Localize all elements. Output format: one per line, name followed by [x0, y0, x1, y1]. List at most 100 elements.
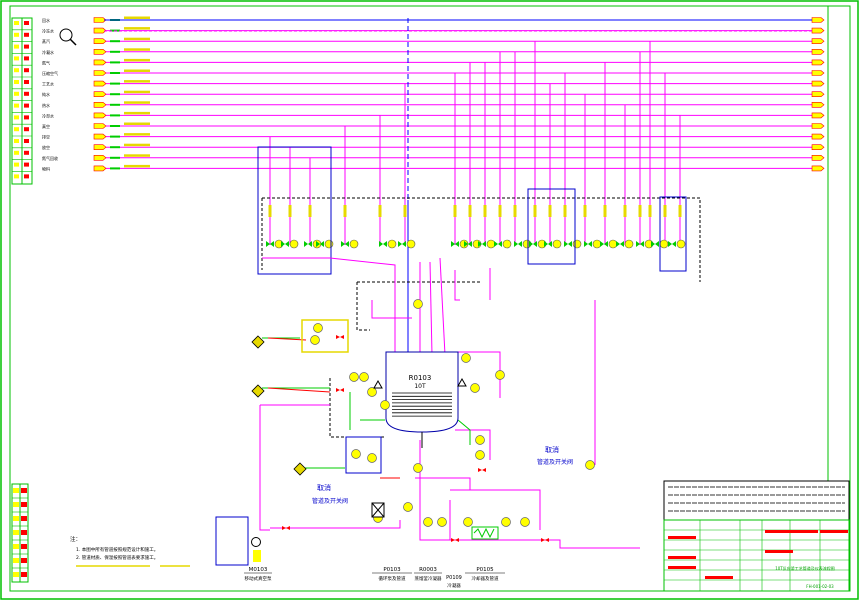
branch-tag	[563, 205, 567, 217]
valve-group-box[interactable]	[527, 188, 576, 265]
valve-icon	[304, 241, 308, 247]
title-cell-mark	[668, 536, 696, 539]
callout-1: 取消 管道及开关阀	[537, 445, 573, 466]
pump-group-box[interactable]	[345, 436, 382, 474]
instrument-icon	[310, 335, 320, 345]
pipe-tag	[124, 101, 150, 104]
flow-arrow	[93, 59, 107, 66]
valve-icon	[498, 241, 502, 247]
stamp-mark	[21, 488, 27, 493]
instrument-icon	[437, 517, 447, 527]
valve-icon	[548, 241, 552, 247]
pipe-tag	[124, 37, 150, 41]
valve-icon	[494, 241, 498, 247]
revision-mark	[24, 103, 29, 108]
pipe-tag	[110, 50, 120, 53]
flow-arrow	[811, 133, 825, 140]
instrument-icon	[313, 323, 323, 333]
equipment-tag-r0003: R0003 蒸馏釜冷凝器	[414, 567, 442, 582]
utility-label: 真空	[42, 123, 50, 129]
utility-label: 热水	[42, 102, 50, 108]
utility-label: 物料	[42, 165, 50, 171]
utility-label: 氮气回收	[42, 155, 58, 161]
branch-tag	[378, 205, 382, 217]
valve-icon	[604, 241, 608, 247]
svg-text:取消: 取消	[317, 483, 331, 492]
revision-mark	[14, 127, 19, 132]
revision-mark	[14, 80, 19, 84]
flow-arrow	[811, 17, 825, 23]
revision-mark	[24, 44, 29, 49]
flow-arrow	[811, 27, 825, 34]
branch-tag	[468, 205, 472, 217]
heat-exchanger-coil	[473, 527, 495, 539]
branch-tag	[343, 205, 347, 217]
instrument-icon	[403, 502, 413, 512]
revision-mark	[14, 44, 19, 49]
pipe-tag	[124, 111, 150, 115]
svg-text:R0003: R0003	[419, 567, 437, 573]
branch-tag	[678, 205, 682, 217]
flow-arrow	[93, 102, 107, 108]
branch-tag	[533, 205, 537, 217]
flow-arrow	[93, 133, 107, 140]
flow-arrow	[93, 91, 107, 97]
revision-mark	[14, 103, 19, 108]
svg-text:移动式真空泵: 移动式真空泵	[245, 575, 272, 582]
pipe-tag	[110, 114, 120, 117]
valve-icon	[636, 241, 640, 247]
valve-icon	[455, 538, 459, 542]
vacuum-pump-box[interactable]	[215, 516, 249, 566]
title-cell-mark	[705, 576, 733, 579]
svg-text:注：: 注：	[70, 535, 81, 543]
dashed-manifold	[261, 197, 701, 438]
valve-actuator-icon	[486, 239, 496, 249]
branch-tag	[483, 205, 487, 217]
valve-icon	[468, 241, 472, 247]
pipe-tag	[124, 154, 150, 157]
revision-mark	[14, 150, 19, 155]
equipment-tags: M0103 移动式真空泵 P0103 循环泵及管道 R0003 蒸馏釜冷凝器 P…	[244, 567, 505, 589]
instrument-icon	[359, 372, 369, 382]
valve-actuator-icon	[676, 239, 686, 249]
pipe-tag	[124, 69, 150, 72]
flow-arrow	[93, 70, 107, 76]
valve-icon	[529, 241, 533, 247]
instrument-icon	[413, 463, 423, 473]
valve-icon	[451, 241, 455, 247]
valve-icon	[655, 241, 659, 247]
relief-icon	[373, 379, 383, 389]
valve-group-box[interactable]	[659, 196, 687, 272]
utility-label: 冷凝水	[42, 49, 54, 55]
equipment-tag-p0103: P0103 循环泵及管道	[372, 567, 412, 582]
flow-arrow	[811, 165, 825, 172]
valve-icon	[451, 538, 455, 542]
flow-arrow	[93, 48, 107, 55]
valve-group-box[interactable]	[257, 146, 332, 275]
instrument-panel-box[interactable]	[301, 319, 349, 353]
revision-mark	[24, 91, 29, 96]
revision-mark	[24, 68, 29, 73]
valve-row	[266, 239, 686, 249]
branch-tag	[498, 205, 502, 217]
valve-icon	[336, 388, 340, 392]
flow-arrow	[811, 112, 825, 119]
flow-arrow	[93, 80, 107, 87]
valve-icon	[285, 241, 289, 247]
revision-mark	[14, 56, 19, 61]
title-block: 10T反应釜工艺管道及仪表流程图 FH-001-02-03	[663, 480, 850, 592]
valve-icon	[320, 241, 324, 247]
reactor-vessel[interactable]: R0103 10T	[385, 351, 459, 433]
revision-mark	[24, 139, 29, 143]
magnifier-icon[interactable]	[59, 28, 77, 46]
revision-mark	[24, 80, 29, 84]
flow-arrow	[811, 144, 825, 150]
stamp-mark	[21, 530, 27, 535]
instruments	[251, 299, 595, 562]
pipe-tag	[124, 90, 150, 94]
stamp-mark	[21, 558, 27, 563]
heat-exchanger-icon	[471, 526, 499, 540]
flow-arrow	[93, 17, 107, 23]
flow-arrow	[93, 155, 107, 161]
